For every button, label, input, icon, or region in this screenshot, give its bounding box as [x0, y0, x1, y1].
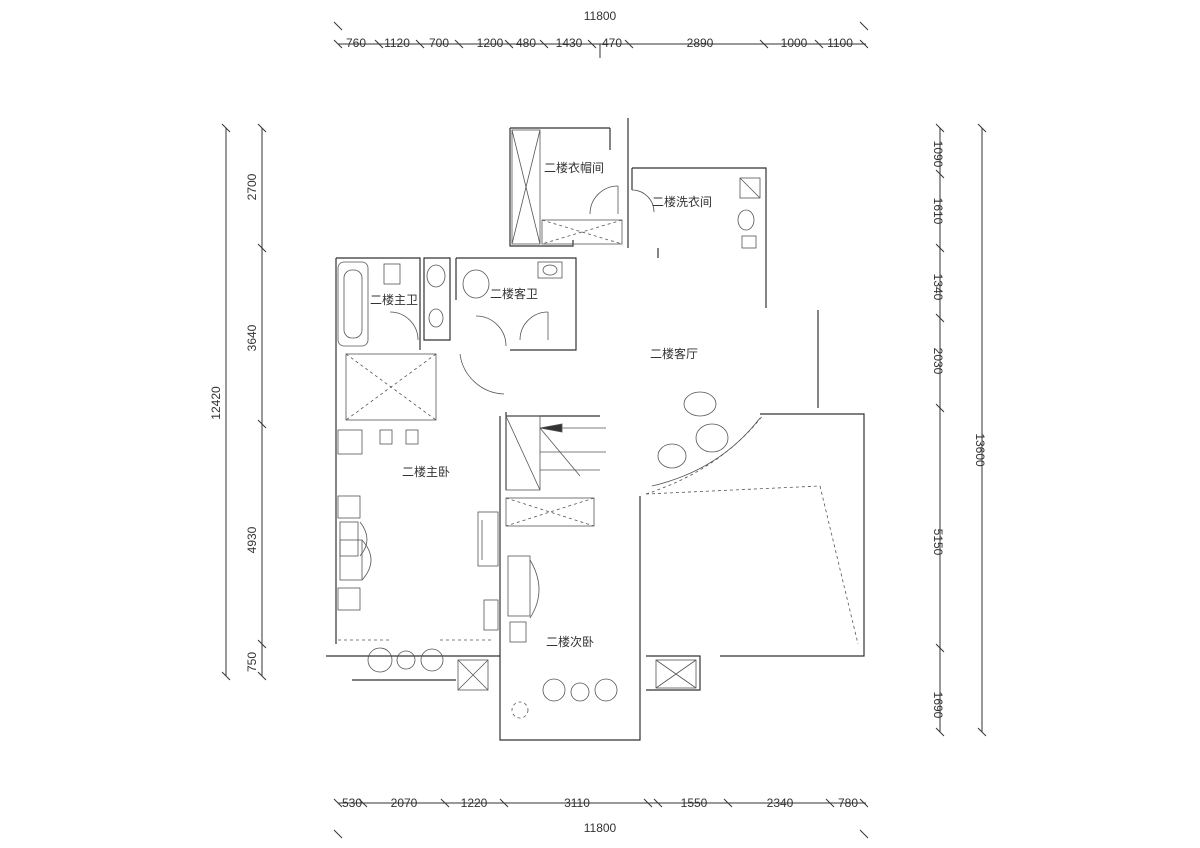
top-segment-dimension: 470	[602, 36, 622, 50]
master-bath-fixtures	[337, 261, 446, 347]
right-segment-dimension: 1340	[931, 274, 945, 301]
bottom-segment-dimension: 2070	[391, 796, 418, 810]
top-segment-dimension: 480	[516, 36, 536, 50]
bottom-segment-dimension: 530	[342, 796, 362, 810]
bottom-segment-dimension: 3110	[564, 796, 590, 810]
right-segment-dimension: 1090	[931, 141, 945, 168]
top-dimension-chain: 11800 760 1120 700 1200 480 1430 470 289…	[333, 9, 869, 58]
top-segment-ticks	[333, 39, 869, 49]
stair-arrow-icon	[539, 423, 563, 433]
left-segment-dimension: 2700	[245, 173, 259, 200]
top-segment-dimension: 700	[429, 36, 449, 50]
top-segment-dimension: 1430	[556, 36, 583, 50]
left-segment-dimension: 3640	[245, 324, 259, 351]
room-label-second-bedroom: 二楼次卧	[546, 634, 594, 649]
right-segment-dimension: 1690	[931, 692, 945, 719]
closet-fixtures	[511, 129, 623, 245]
left-dimension-chain: 2700 3640 4930 750 12420	[209, 123, 267, 681]
room-label-master-bath: 二楼主卫	[370, 292, 418, 307]
master-bedroom-fixtures	[337, 353, 499, 673]
left-segment-dimension: 4930	[245, 526, 259, 553]
living-room-fixtures	[645, 391, 859, 689]
room-label-master-bedroom: 二楼主卧	[402, 464, 450, 479]
bottom-total-dimension: 11800	[584, 821, 617, 835]
right-segment-dimension: 1610	[931, 198, 945, 225]
top-segment-dimension: 2890	[687, 36, 714, 50]
left-segment-ticks	[221, 123, 267, 681]
left-segment-dimension: 750	[245, 652, 259, 672]
top-segment-dimension: 1100	[827, 36, 853, 50]
room-label-closet: 二楼衣帽间	[544, 160, 604, 175]
bottom-segment-dimension: 1220	[461, 796, 488, 810]
bottom-dimension-chain: 530 2070 1220 3110 1550 2340 780 11800	[333, 796, 869, 839]
walls	[326, 118, 865, 741]
top-segment-dimension: 1120	[384, 36, 410, 50]
right-segment-dimension: 2030	[931, 348, 945, 375]
room-labels: 二楼衣帽间 二楼洗衣间 二楼主卫 二楼客卫 二楼客厅 二楼主卧 二楼次卧	[370, 160, 712, 649]
laundry-fixtures	[631, 177, 761, 249]
guest-bath-fixtures	[459, 261, 563, 395]
bottom-segment-dimension: 1550	[681, 796, 708, 810]
top-total-dimension: 11800	[584, 9, 617, 23]
room-label-laundry: 二楼洗衣间	[652, 194, 712, 209]
bottom-segment-ticks	[333, 798, 869, 808]
top-segment-dimension: 1000	[781, 36, 808, 50]
bottom-total-tick	[859, 829, 869, 839]
right-total-dimension: 13600	[973, 433, 987, 467]
top-total-tick	[333, 21, 343, 31]
right-dimension-chain: 1090 1610 1340 2030 5150 1690 13600	[931, 123, 987, 737]
top-total-tick	[859, 21, 869, 31]
room-label-living: 二楼客厅	[650, 346, 698, 361]
top-segment-dimension: 760	[346, 36, 366, 50]
left-total-dimension: 12420	[209, 386, 223, 420]
bottom-total-tick	[333, 829, 343, 839]
top-segment-dimension: 1200	[477, 36, 504, 50]
right-segment-dimension: 5150	[931, 529, 945, 556]
staircase	[505, 415, 606, 527]
bottom-segment-dimension: 780	[838, 796, 858, 810]
second-bedroom-fixtures	[457, 555, 618, 719]
bottom-segment-dimension: 2340	[767, 796, 794, 810]
room-label-guest-bath: 二楼客卫	[490, 286, 538, 301]
right-segment-ticks	[935, 123, 987, 737]
